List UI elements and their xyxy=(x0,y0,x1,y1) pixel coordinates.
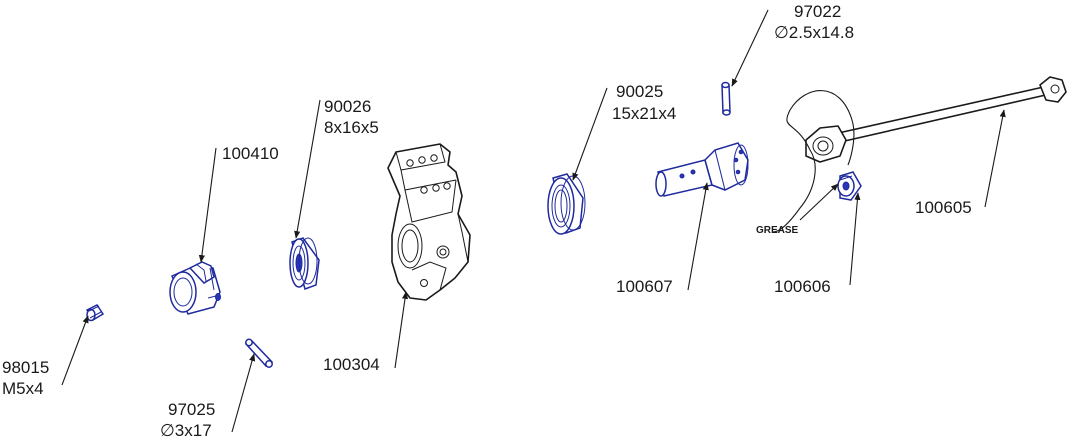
callout-grease: GREASE xyxy=(756,225,799,236)
part-100605-drive-shaft xyxy=(805,76,1067,163)
part-size-90026: 8x16x5 xyxy=(324,118,379,137)
part-number-97022: 97022 xyxy=(794,2,841,21)
part-number-98015: 98015 xyxy=(2,358,49,377)
callout-100606: 100606 xyxy=(774,277,831,296)
callout-90025: 90025 15x21x4 xyxy=(612,82,676,123)
callout-90026: 90026 8x16x5 xyxy=(324,97,379,137)
part-size-90025: 15x21x4 xyxy=(612,104,676,123)
grease-label: GREASE xyxy=(756,225,799,236)
part-size-97025: ∅3x17 xyxy=(160,421,212,440)
part-97025-pin xyxy=(244,338,274,368)
part-number-97025: 97025 xyxy=(168,400,215,419)
callout-97022: 97022 ∅2.5x14.8 xyxy=(774,2,854,42)
part-100304-hub-carrier xyxy=(387,143,471,301)
callout-98015: 98015 M5x4 xyxy=(2,358,49,398)
part-90025-bearing xyxy=(547,173,586,235)
callout-100304: 100304 xyxy=(323,355,380,374)
part-number-90025: 90025 xyxy=(616,82,663,101)
callout-100607: 100607 xyxy=(616,277,673,296)
callout-97025: 97025 ∅3x17 xyxy=(160,400,215,440)
part-size-97022: ∅2.5x14.8 xyxy=(774,23,854,42)
part-100607-axle-cup xyxy=(655,142,749,197)
part-97022-pin xyxy=(721,81,731,116)
callout-100605: 100605 xyxy=(915,198,972,217)
part-number-100304: 100304 xyxy=(323,355,380,374)
part-number-100607: 100607 xyxy=(616,277,673,296)
part-number-90026: 90026 xyxy=(324,97,371,116)
part-90026-bearing xyxy=(289,237,320,290)
callout-100410: 100410 xyxy=(222,144,279,163)
part-number-100606: 100606 xyxy=(774,277,831,296)
grease-loop-curve xyxy=(772,90,855,233)
part-size-98015: M5x4 xyxy=(2,379,44,398)
part-100410-hex-hub xyxy=(169,261,221,315)
part-98015-set-screw xyxy=(85,304,105,322)
part-number-100605: 100605 xyxy=(915,198,972,217)
leader-lines xyxy=(61,9,1006,433)
part-number-100410: 100410 xyxy=(222,144,279,163)
